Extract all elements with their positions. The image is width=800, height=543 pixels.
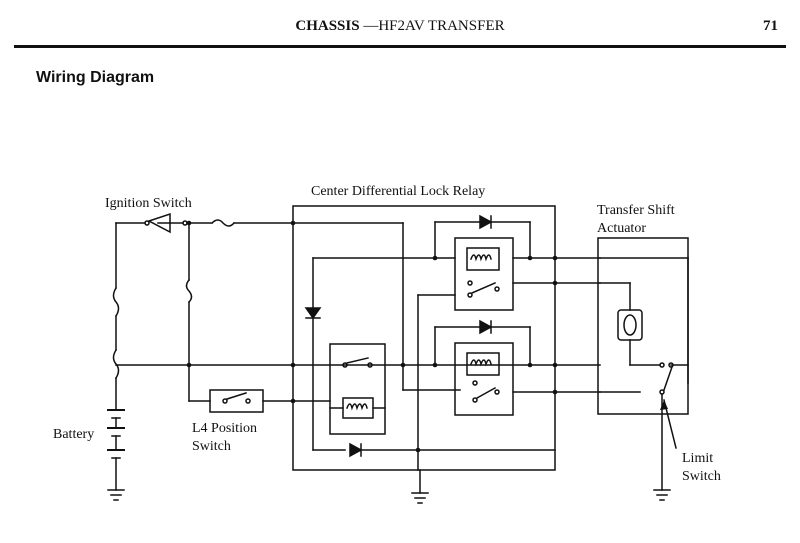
actuator-label-line1: Transfer Shift — [597, 203, 675, 218]
ignition-switch-icon — [144, 212, 188, 234]
l4-position-switch-icon — [209, 389, 264, 413]
l4-switch-label-line2: Switch — [192, 439, 231, 454]
actuator-ground-icon — [653, 489, 671, 501]
section-heading: Wiring Diagram — [36, 69, 155, 86]
header-title-rest: —HF2AV TRANSFER — [359, 18, 505, 34]
ignition-fuse-icon — [210, 219, 236, 227]
relay-ground-icon — [411, 492, 429, 504]
transfer-shift-actuator-box — [597, 237, 689, 415]
battery-label: Battery — [53, 427, 94, 442]
battery-branch — [112, 222, 146, 411]
branch-fuse-icon — [185, 278, 193, 304]
header-title-bold: CHASSIS — [295, 18, 360, 34]
battery-ground-icon — [107, 489, 125, 501]
page-number: 71 — [763, 18, 778, 34]
ignition-switch-label: Ignition Switch — [105, 196, 192, 211]
l4-switch-label-line1: L4 Position — [192, 421, 257, 436]
lower-left-relay — [329, 343, 386, 435]
limit-switch-label-line2: Switch — [682, 469, 721, 484]
header-divider — [14, 45, 786, 48]
bottom-diode-icon — [349, 442, 363, 458]
relay-box — [292, 205, 556, 471]
motor-icon — [617, 309, 643, 341]
junction-dots — [186, 220, 558, 453]
lower-diode-icon — [479, 319, 493, 335]
upper-right-relay — [454, 237, 514, 311]
relay-box-label: Center Differential Lock Relay — [311, 184, 485, 199]
actuator-label-line2: Actuator — [597, 221, 646, 236]
lower-right-relay — [454, 342, 514, 416]
limit-switch-label-line1: Limit — [682, 451, 713, 466]
battery-symbol — [107, 409, 125, 491]
upper-diode-icon — [479, 214, 493, 230]
page-header-title: CHASSIS —HF2AV TRANSFER — [0, 18, 800, 35]
limit-switch-icon — [659, 362, 674, 395]
left-diode-icon — [304, 307, 322, 320]
